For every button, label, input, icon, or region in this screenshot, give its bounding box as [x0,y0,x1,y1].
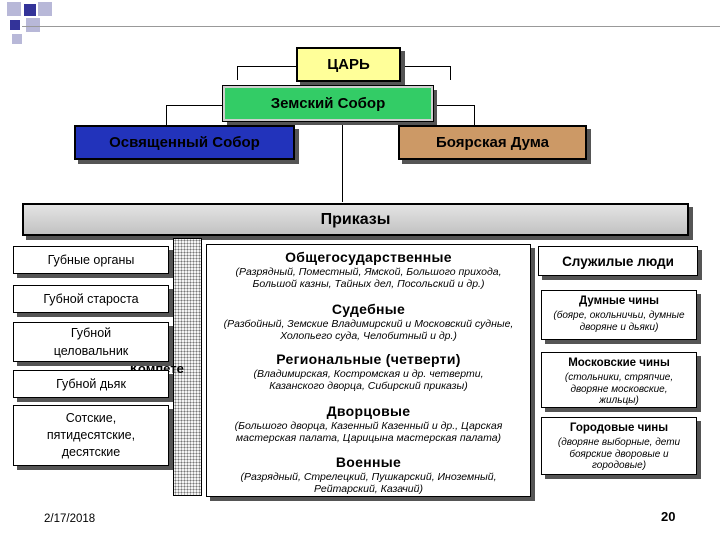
right-group-1: Московские чины (стольники, стряпчие, дв… [541,352,697,408]
category-title-2: Региональные (четверти) [276,351,461,367]
boyar-duma-label: Боярская Дума [435,134,550,151]
connector-sobor-right-down [474,105,475,125]
dotted-strip [173,238,202,496]
tsar-label: ЦАРЬ [327,56,370,73]
page-number: 20 [661,509,676,524]
right-group-0: Думные чины (бояре, окольничьи, думные д… [541,290,697,340]
deco-square-3 [38,2,52,16]
right-group-title-0: Думные чины [579,295,659,307]
gubnoy-starosta-label: Губной староста [43,292,139,306]
gubnoy-tselovalnik-box: Губной целовальник [13,322,169,362]
gubnoy-dyak-box: Губной дьяк [13,370,169,398]
category-title-1: Судебные [331,301,406,317]
category-title-0: Общегосударственные [285,249,452,265]
connector-tsar-right-down [450,66,451,80]
connector-tsar-right [400,66,450,67]
deco-square-4 [10,20,20,30]
right-group-title-1: Московские чины [568,357,670,369]
category-desc-1: (Разбойный, Земские Владимирский и Моско… [223,318,514,342]
prikazy-bar: Приказы [22,203,689,236]
deco-square-2 [24,4,36,16]
category-desc-4: (Разрядный, Стрелецкий, Пушкарский, Иноз… [240,471,497,495]
deco-square-1 [7,2,21,16]
gubnoy-tselovalnik-label: Губной целовальник [53,326,129,358]
sluzhilye-lyudi-box: Служилые люди [538,246,698,276]
deco-square-6 [12,34,22,44]
right-group-desc-1: (стольники, стряпчие, дворяне московские… [564,372,674,406]
boyar-duma-box: Боярская Дума [398,125,587,160]
sotskie-label: Сотские, пятидесятские, десятские [46,411,136,459]
connector-tsar-left-down [237,66,238,80]
sluzhilye-lyudi-label: Служилые люди [562,253,674,269]
gubnye-organy-box: Губные органы [13,246,169,274]
category-title-4: Военные [335,454,402,470]
osv-sobor-box: Освященный Собор [74,125,295,160]
prikazy-label: Приказы [320,210,391,228]
connector-sobor-right [432,105,474,106]
right-group-title-2: Городовые чины [569,422,669,434]
zemsky-sobor-box: Земский Собор [222,85,434,122]
zemsky-sobor-label: Земский Собор [270,95,386,112]
right-group-2: Городовые чины (дворяне выборные, дети б… [541,417,697,475]
header-rule [22,26,720,27]
category-title-3: Дворцовые [326,403,411,419]
tsar-box: ЦАРЬ [296,47,401,82]
category-desc-3: (Большого дворца, Казенный Казенный и др… [234,420,503,444]
sotskie-box: Сотские, пятидесятские, десятские [13,405,169,466]
gubnoy-starosta-box: Губной староста [13,285,169,313]
deco-square-5 [26,18,40,32]
right-group-desc-0: (бояре, окольничьи, думные дворяне и дья… [553,310,685,333]
connector-tsar-left [237,66,297,67]
gubnoy-dyak-label: Губной дьяк [56,377,126,391]
footer-date: 2/17/2018 [44,513,96,525]
prikaz-categories-box: Общегосударственные (Разрядный, Поместны… [206,244,531,497]
osv-sobor-label: Освященный Собор [109,134,260,151]
category-desc-2: (Владимирская, Костромская и др. четверт… [253,368,484,392]
right-group-desc-2: (дворяне выборные, дети боярские дворовы… [557,437,681,471]
connector-sobor-left-down [166,105,167,125]
connector-center-down [342,120,343,202]
category-desc-0: (Разрядный, Поместный, Ямской, Большого … [235,266,502,290]
connector-sobor-left [166,105,224,106]
gubnye-organy-label: Губные органы [47,253,135,267]
